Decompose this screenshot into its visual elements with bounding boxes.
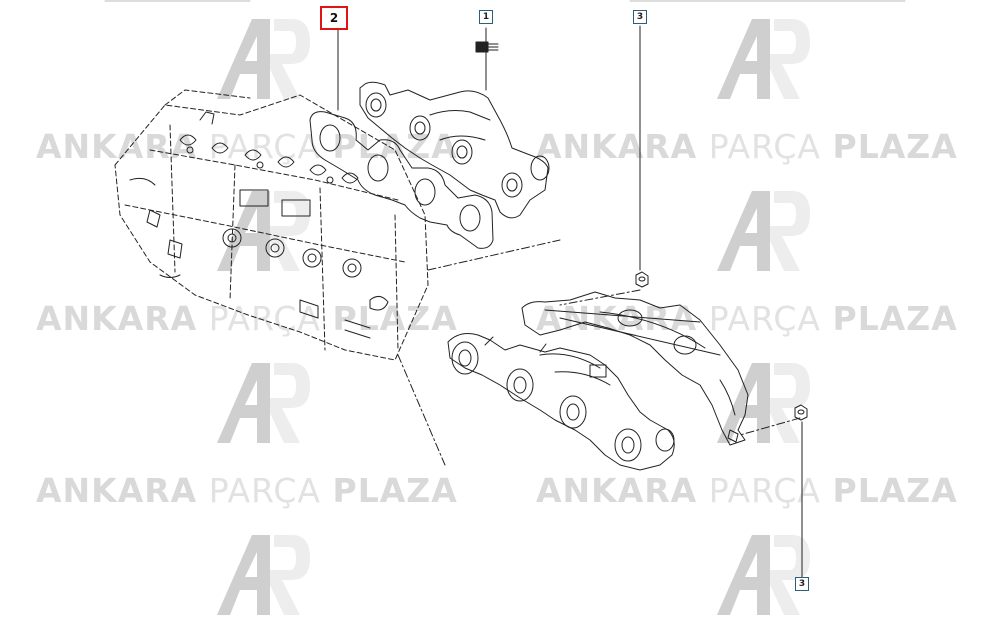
watermark-text: ANKARA PARÇA PLAZA [36,127,458,166]
diagram-canvas: ANKARA PARÇA PLAZA ANKARA PARÇA PLAZA AN… [36,0,958,615]
callout-3-bottom[interactable]: 3 [795,577,809,591]
watermark-word: PLAZA [832,471,958,510]
watermark-logo-icon [212,186,312,276]
exhaust-manifold-upper [359,81,550,219]
watermark-word: PARÇA [208,471,322,510]
watermark-word: ANKARA [36,471,198,510]
watermark-text: ANKARA PARÇA PLAZA [536,127,958,166]
manifold-gasket [309,111,494,249]
watermark-logo-icon [212,14,312,104]
watermark-logo-icon [212,530,312,620]
cylinder-head [114,89,429,361]
watermark-text: ANKARA PARÇA PLAZA [36,299,458,338]
watermark-word: PLAZA [832,299,958,338]
callout-1[interactable]: 1 [479,10,493,24]
exhaust-manifold-lower [447,333,675,471]
watermark-word: ANKARA [36,127,198,166]
exploded-view-drawing [104,0,906,579]
nut-part [794,404,808,421]
watermark-word: PARÇA [208,299,322,338]
callout-label: 3 [636,12,644,22]
watermark-logo-icon [212,358,312,448]
watermark-logo-icon [712,358,812,448]
watermark-word: PARÇA [708,299,822,338]
watermark-word: ANKARA [536,127,698,166]
watermark-logo-icon [712,186,812,276]
watermark-word: PLAZA [332,127,458,166]
watermark-word: PLAZA [332,471,458,510]
watermark-text: ANKARA PARÇA PLAZA [36,471,458,510]
watermark-word: PLAZA [832,127,958,166]
callout-label: 2 [329,11,339,25]
callout-label: 1 [482,12,490,22]
watermark-word: PARÇA [708,127,822,166]
watermark-word: PARÇA [708,471,822,510]
stud-part [475,41,499,53]
callout-label: 3 [798,579,806,589]
watermark-logo-icon [712,14,812,104]
watermark-word: ANKARA [36,299,198,338]
nut-part [635,271,649,288]
callout-3-top[interactable]: 3 [633,10,647,24]
watermark-word: ANKARA [536,471,698,510]
watermark-word: PLAZA [332,299,458,338]
heat-shield [521,291,749,446]
callout-2[interactable]: 2 [320,6,348,30]
watermark-logo-icon [712,530,812,620]
watermark-text: ANKARA PARÇA PLAZA [536,471,958,510]
cylinder-head-details [129,111,389,339]
